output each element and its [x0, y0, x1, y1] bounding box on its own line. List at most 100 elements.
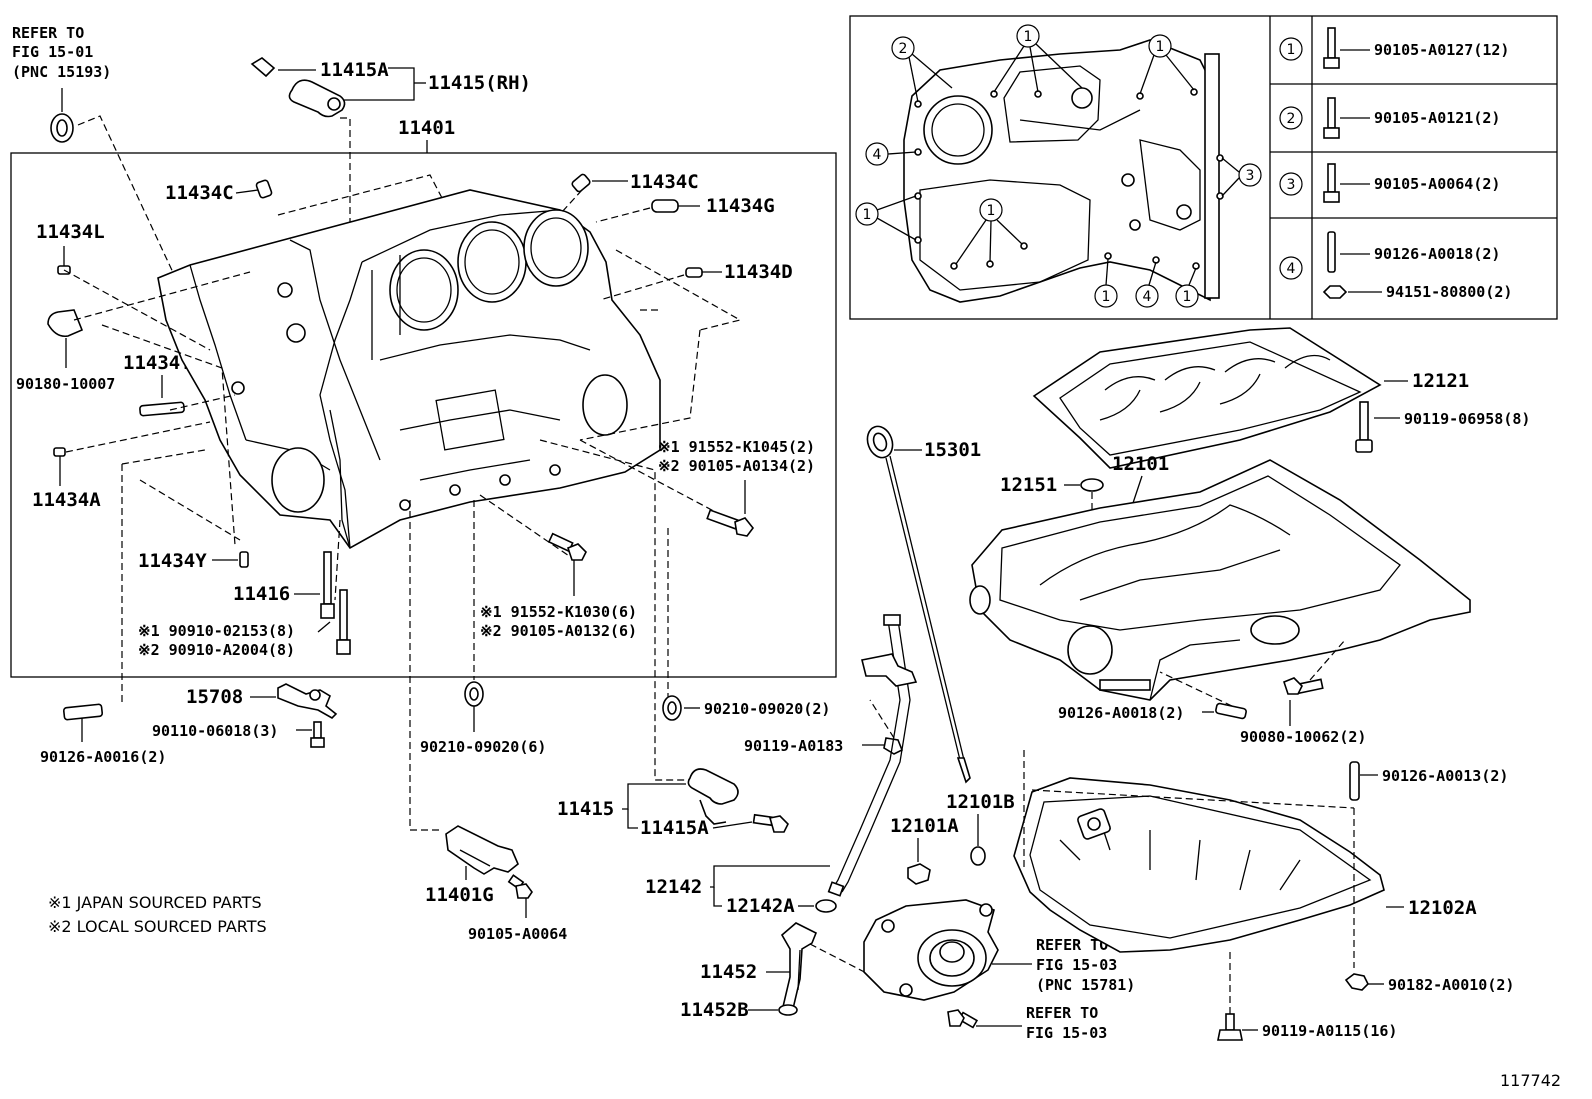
bolt-90105-A0134	[706, 509, 755, 537]
ref-oil-filter-line1: REFER TO	[1036, 936, 1108, 954]
label-90210-09020-6: 90210-09020(6)	[420, 738, 546, 756]
label-11434T: 11434T	[123, 352, 192, 374]
label-11434C-left: 11434C	[165, 182, 234, 204]
label-12142: 12142	[645, 876, 702, 898]
oil-filter-bracket	[863, 899, 999, 1001]
oil-filter-bolt	[947, 1009, 979, 1029]
ref-top-left-line3: (PNC 15193)	[12, 63, 111, 81]
bolt-table-part-4a: 90126-A0018(2)	[1374, 245, 1500, 263]
svg-text:1: 1	[1102, 289, 1111, 305]
bolt-table-part-4b: 94151-80800(2)	[1386, 283, 1512, 301]
svg-text:1: 1	[987, 203, 996, 219]
label-12101A: 12101A	[890, 815, 959, 837]
label-11434Y: 11434Y	[138, 550, 207, 572]
ref-oil-filter-line2: FIG 15-03	[1036, 956, 1117, 974]
bolt-table-row-4: 4 90126-A0018(2) 94151-80800(2)	[1279, 231, 1512, 301]
bolt-90119-A0115	[1217, 1013, 1243, 1041]
timing-cover-drawing	[903, 39, 1224, 303]
label-12121: 12121	[1412, 370, 1469, 392]
bolt-11416	[320, 551, 351, 655]
inset-callout-2: 2	[891, 36, 953, 103]
label-11416: 11416	[233, 583, 290, 605]
label-90110-06018: 90110-06018(3)	[152, 722, 278, 740]
dipstick-guide-12142	[827, 614, 918, 897]
label-90119-06958: 90119-06958(8)	[1404, 410, 1530, 428]
bolt-90119-A0183	[883, 737, 904, 755]
inset-callout-1-bottom-b: 1	[1175, 267, 1199, 308]
sensor-11401G	[445, 825, 519, 875]
oil-control-valve-bolt-top	[250, 57, 276, 78]
label-11452: 11452	[700, 961, 757, 983]
label-90182-A0010: 90182-A0010(2)	[1388, 976, 1514, 994]
note-japan-sourced: ※1 JAPAN SOURCED PARTS	[48, 893, 262, 912]
washer-90210-2	[662, 695, 682, 721]
washer-90210-6	[464, 681, 484, 707]
inset-callout-1-topright: 1	[1139, 34, 1195, 95]
label-91552-K1045: ※1 91552-K1045(2)	[658, 438, 815, 456]
label-12102A: 12102A	[1408, 897, 1477, 919]
label-90105-A0064-bottom: 90105-A0064	[468, 925, 567, 943]
svg-text:1: 1	[1183, 289, 1192, 305]
oil-pipe-11452	[780, 922, 818, 1014]
ref-bottom-line2: FIG 15-03	[1026, 1024, 1107, 1042]
bolt-table-row-1: 1 90105-A0127(12)	[1279, 27, 1509, 69]
ref-top-left-line2: FIG 15-01	[12, 43, 93, 61]
svg-text:3: 3	[1287, 177, 1296, 193]
svg-text:2: 2	[899, 41, 908, 57]
label-90119-A0115: 90119-A0115(16)	[1262, 1022, 1397, 1040]
svg-text:1: 1	[1287, 42, 1296, 58]
label-90210-09020-2: 90210-09020(2)	[704, 700, 830, 718]
label-12101B: 12101B	[946, 791, 1015, 813]
ref-top-left-line1: REFER TO	[12, 24, 84, 42]
label-90126-A0016: 90126-A0016(2)	[40, 748, 166, 766]
label-90080-10062: 90080-10062(2)	[1240, 728, 1366, 746]
svg-text:1: 1	[863, 207, 872, 223]
inset-callout-4-bottom: 4	[1135, 261, 1159, 308]
stud-90126-A0013	[1349, 761, 1360, 801]
label-90910-02153: ※1 90910-02153(8)	[138, 622, 295, 640]
note-local-sourced: ※2 LOCAL SOURCED PARTS	[48, 917, 267, 936]
inset-callout-1-top: 1	[993, 24, 1083, 93]
label-11401G: 11401G	[425, 884, 494, 906]
label-91552-K1030: ※1 91552-K1030(6)	[480, 603, 637, 621]
label-11434D: 11434D	[724, 261, 793, 283]
baffle-plate-12121	[1032, 327, 1382, 469]
bolt-table-part-3: 90105-A0064(2)	[1374, 175, 1500, 193]
label-90105-A0134: ※2 90105-A0134(2)	[658, 457, 815, 475]
label-12101: 12101	[1112, 453, 1169, 475]
bolt-table-row-2: 2 90105-A0121(2)	[1279, 97, 1500, 139]
svg-text:1: 1	[1156, 39, 1165, 55]
bolt-90105-A0064-sensor	[507, 874, 533, 899]
figure-number: 117742	[1500, 1071, 1561, 1090]
bolt-90080-10062	[1283, 677, 1324, 695]
svg-text:4: 4	[1143, 289, 1152, 305]
bolt-table-part-2: 90105-A0121(2)	[1374, 109, 1500, 127]
label-15708: 15708	[186, 686, 243, 708]
label-12151: 12151	[1000, 474, 1057, 496]
bolt-11415A-bottom	[752, 813, 789, 833]
stud-90126-A0016	[62, 703, 104, 721]
label-90180-10007: 90180-10007	[16, 375, 115, 393]
inset-frame	[849, 15, 1558, 320]
oil-control-valve-top	[288, 79, 346, 118]
label-90119-A0183: 90119-A0183	[744, 737, 843, 755]
label-11434L: 11434L	[36, 221, 105, 243]
inset-callout-1-bottom-a: 1	[1094, 258, 1118, 308]
cylinder-block-frame	[10, 152, 837, 678]
label-11452B: 11452B	[680, 999, 749, 1021]
label-11415A-bottom: 11415A	[640, 817, 709, 839]
dipstick-15301	[866, 425, 971, 784]
oil-seal-part	[50, 113, 74, 143]
drain-plug-12101A	[907, 863, 931, 885]
oil-control-valve-bottom	[687, 768, 739, 825]
bolt-90110	[310, 721, 325, 748]
svg-text:2: 2	[1287, 111, 1296, 127]
nut-90182	[1344, 973, 1369, 991]
label-90126-A0018: 90126-A0018(2)	[1058, 704, 1184, 722]
inset-callout-3: 3	[1221, 157, 1262, 197]
bolt-90105-A0132	[547, 532, 587, 561]
bracket-15708	[277, 683, 338, 719]
label-12142A: 12142A	[726, 895, 795, 917]
label-15301: 15301	[924, 439, 981, 461]
